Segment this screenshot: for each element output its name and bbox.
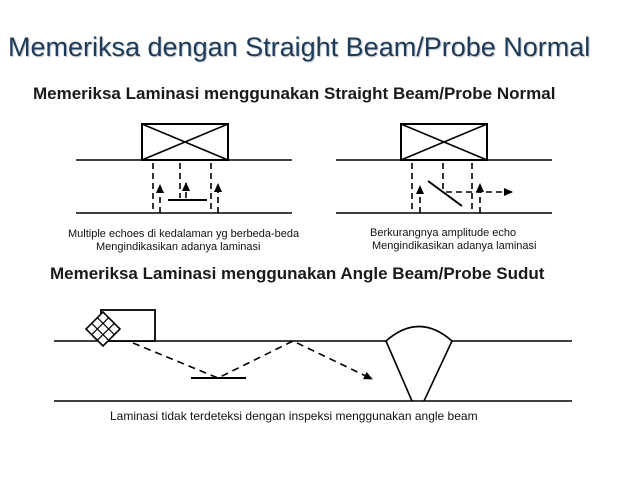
section-heading-angle-beam: Memeriksa Laminasi menggunakan Angle Bea…	[50, 264, 545, 283]
weld-bead	[385, 325, 453, 402]
angle-beam-diagram	[54, 309, 572, 402]
inclined-lamination-flaw	[427, 180, 463, 207]
straight-beam-diagram-multiple-echoes	[76, 123, 292, 214]
angle-probe-icon	[84, 309, 156, 348]
straight-beam-diagram-reduced-amplitude	[336, 123, 552, 214]
left-caption-line2: Mengindikasikan adanya laminasi	[96, 241, 261, 253]
section-heading-straight-beam: Memeriksa Laminasi menggunakan Straight …	[33, 84, 556, 103]
angle-beam-caption: Laminasi tidak terdeteksi dengan inspeks…	[110, 409, 478, 423]
right-caption-line2: Mengindikasikan adanya laminasi	[372, 240, 537, 252]
normal-probe-icon	[400, 123, 488, 161]
angle-beam-path	[132, 340, 373, 380]
slide-title: Memeriksa dengan Straight Beam/Probe Nor…	[8, 32, 591, 62]
left-caption-line1: Multiple echoes di kedalaman yg berbeda-…	[68, 228, 300, 240]
right-caption-line1: Berkurangnya amplitude echo	[370, 227, 517, 239]
normal-probe-icon	[141, 123, 229, 161]
